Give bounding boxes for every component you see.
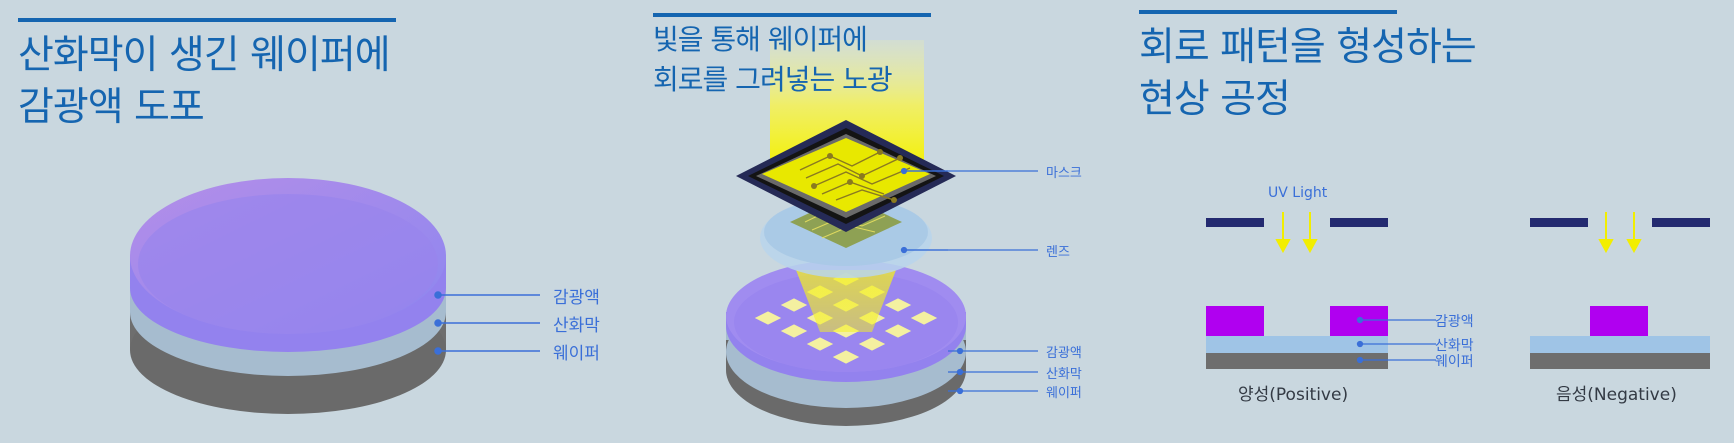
- wafer-layer: [1206, 353, 1388, 369]
- photoresist-label: 감광액: [1435, 314, 1474, 330]
- oxide-layer: [1206, 336, 1388, 353]
- development-diagram: [1206, 212, 1710, 369]
- focused-light: [796, 270, 896, 332]
- wafer-label: 웨이퍼: [553, 344, 600, 364]
- exposed-cell: [806, 337, 834, 351]
- positive-caption: 양성(Positive): [1238, 385, 1349, 405]
- uv-arrows: [1598, 212, 1642, 254]
- wafer-label: 웨이퍼: [1435, 354, 1474, 370]
- title-bar: [653, 13, 931, 17]
- lens-label: 렌즈: [1046, 245, 1070, 260]
- exposed-cell: [910, 311, 938, 325]
- photoresist-label: 감광액: [1046, 346, 1082, 361]
- negative-caption: 음성(Negative): [1556, 385, 1677, 405]
- development-panel: 회로 패턴을 형성하는 현상 공정: [1120, 0, 1734, 443]
- photoresist-label: 감광액: [553, 288, 600, 308]
- oxide-label: 산화막: [553, 316, 600, 336]
- mask-bar-left: [1530, 218, 1588, 227]
- oxide-layer: [1530, 336, 1710, 353]
- wafer-label: 웨이퍼: [1046, 386, 1082, 401]
- uv-arrows: [1275, 212, 1318, 254]
- resist-block: [1590, 306, 1648, 336]
- exposed-cell: [780, 324, 808, 338]
- uv-light-label: UV Light: [1268, 185, 1328, 201]
- mask-circuit: [799, 151, 911, 201]
- panel-title: 회로 패턴을 형성하는 현상 공정: [1139, 25, 1477, 122]
- exposed-cell: [858, 337, 886, 351]
- exposed-cell: [780, 298, 808, 312]
- title-bar: [1139, 10, 1397, 14]
- photoresist-layer: [130, 178, 446, 352]
- mask-label: 마스크: [1046, 166, 1082, 181]
- wafer-layer: [1530, 353, 1710, 369]
- panel-title: 빛을 통해 웨이퍼에 회로를 그려넣는 노광: [653, 23, 893, 96]
- oxide-label: 산화막: [1435, 338, 1474, 354]
- mask-bar-left: [1206, 218, 1264, 227]
- coated-wafer-diagram: [130, 178, 540, 414]
- exposed-cell: [884, 298, 912, 312]
- panel-title: 산화막이 생긴 웨이퍼에 감광액 도포: [18, 33, 391, 130]
- oxide-label: 산화막: [1046, 367, 1082, 382]
- resist-block-left: [1206, 306, 1264, 336]
- coating-panel: 산화막이 생긴 웨이퍼에 감광액 도포: [0, 0, 600, 443]
- exposed-cell: [884, 324, 912, 338]
- mask-bar-right: [1330, 218, 1388, 227]
- positive-process: [1206, 212, 1388, 369]
- exposed-cell: [754, 311, 782, 325]
- exposed-cell: [832, 350, 860, 364]
- exposure-panel: 빛을 통해 웨이퍼에 회로를 그려넣는 노광 마스크 렌즈 감광액 산화막 웨이…: [600, 0, 1120, 443]
- mask-bar-right: [1652, 218, 1710, 227]
- negative-process: [1530, 212, 1710, 369]
- title-bar: [18, 18, 396, 22]
- exposure-diagram: [726, 40, 1038, 426]
